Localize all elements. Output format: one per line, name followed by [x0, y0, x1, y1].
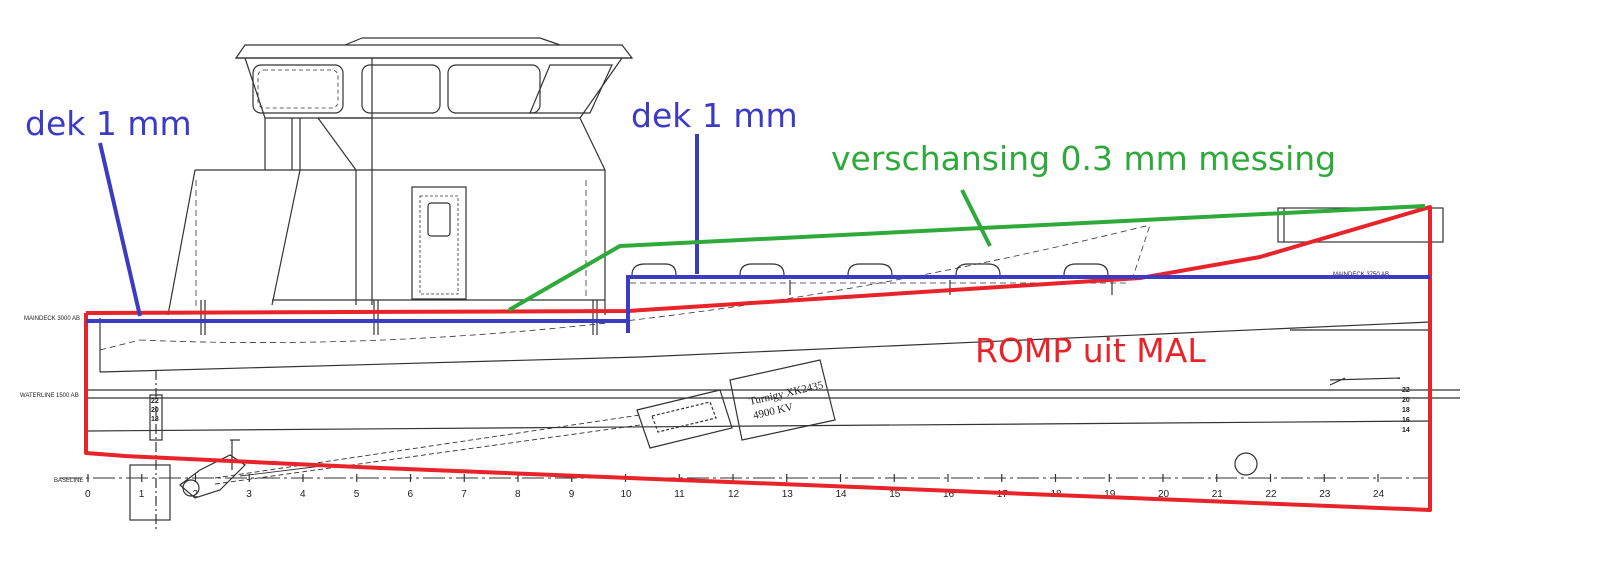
deck-lower [86, 319, 630, 333]
waterline-mark: 14 [1402, 427, 1410, 434]
frame-number: 22 [1266, 489, 1278, 500]
pointer-verschansing [960, 189, 992, 247]
frame-number: 13 [782, 489, 794, 500]
frame-number: 23 [1319, 489, 1331, 500]
frame-number: 8 [515, 489, 521, 500]
frame-number: 11 [674, 489, 685, 500]
frame-number: 9 [569, 489, 575, 500]
frame-number: 21 [1212, 489, 1224, 500]
waterline-mark: 18 [1402, 407, 1410, 414]
posts [200, 280, 1113, 335]
label-dek-left: dek 1 mm [25, 104, 192, 143]
label-dek-right: dek 1 mm [631, 96, 798, 135]
frame-number: 6 [408, 489, 414, 500]
frame-number: 10 [621, 489, 633, 500]
baseline-label: BASELINE [54, 478, 83, 484]
rudder-marks: 22 20 18 [151, 398, 159, 423]
rudder-mark: 22 [151, 398, 159, 405]
motor: Turnigy XK2435 4900 KV [636, 359, 836, 449]
waterline-mark: 20 [1402, 397, 1410, 404]
bulwark-line-green [508, 189, 1426, 312]
wheelhouse-body [167, 57, 623, 316]
frame-number: 15 [889, 489, 901, 500]
frame-number: 7 [461, 489, 467, 500]
maindeck-left-label: MAINDECK 3000 AB [24, 316, 80, 322]
waterline-mark: 22 [1402, 387, 1410, 394]
label-verschansing: verschansing 0.3 mm messing [831, 139, 1336, 178]
hull-lines [87, 318, 1460, 432]
deck-upper [626, 275, 1430, 333]
frame-number: 1 [139, 489, 145, 500]
propeller-rudder [129, 370, 246, 530]
frame-number: 0 [85, 489, 91, 500]
pointer-dek-left [98, 142, 142, 317]
waterline-label: WATERLINE 1500 AB [20, 393, 79, 399]
drawing-text: MAINDECK 3000 AB MAINDECK 3750 AB WATERL… [20, 272, 1410, 500]
frame-number: 4 [300, 489, 306, 500]
drive-shaft [214, 414, 641, 485]
waterline-mark: 16 [1402, 417, 1410, 424]
frame-ticks [87, 474, 1379, 482]
frame-number: 5 [354, 489, 360, 500]
frame-number: 19 [1104, 489, 1116, 500]
waterline-marks: 22 20 18 16 14 [1402, 387, 1410, 434]
frame-number: 3 [246, 489, 252, 500]
porthole [1234, 452, 1258, 476]
frame-number: 24 [1373, 489, 1385, 500]
scuppers [631, 263, 1109, 276]
frame-number: 14 [836, 489, 848, 500]
wheelhouse-roof [234, 37, 634, 59]
rudder-mark: 20 [151, 407, 159, 414]
label-romp: ROMP uit MAL [975, 331, 1206, 370]
frame-number: 16 [943, 489, 955, 500]
frame-number: 2 [193, 489, 199, 500]
rudder-mark: 18 [151, 416, 159, 423]
hull-outline-red [84, 205, 1432, 512]
frame-number: 20 [1158, 489, 1170, 500]
deck-lines-blue [86, 134, 1430, 333]
frame-number: 12 [728, 489, 740, 500]
